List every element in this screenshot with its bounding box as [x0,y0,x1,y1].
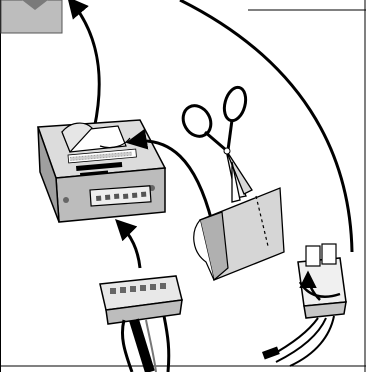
plug-in-arrow [118,222,140,268]
peel-label-arrow [70,0,99,138]
scissors-icon [178,85,252,202]
relay-unit-with-cable-tie [262,244,346,366]
gray-corner-panel [1,0,62,33]
wiring-harness-plug [100,276,182,372]
